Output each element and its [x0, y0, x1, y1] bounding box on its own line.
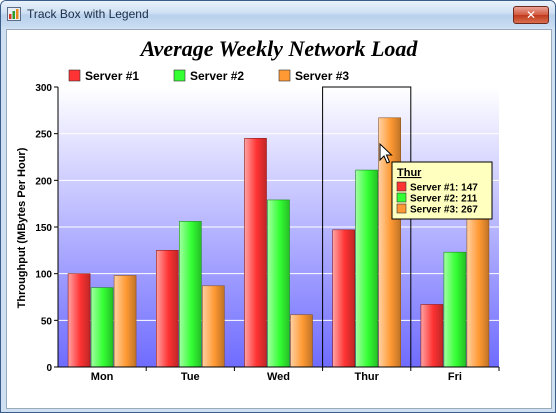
tooltip-row-label: Server #3: 267 [410, 205, 478, 216]
legend-label: Server #3 [295, 69, 349, 83]
close-button[interactable]: ✕ [513, 6, 549, 24]
y-tick-label: 0 [46, 363, 52, 374]
window-title: Track Box with Legend [27, 7, 149, 21]
mouse-cursor-icon [379, 142, 393, 164]
x-tick-label: Thur [354, 371, 379, 383]
bar-server-1-tue[interactable] [156, 250, 179, 368]
y-tick-label: 50 [41, 316, 53, 327]
bar-server-2-wed[interactable] [267, 199, 290, 368]
bar-server-2-fri[interactable] [443, 251, 467, 368]
tooltip-row-label: Server #1: 147 [410, 183, 478, 194]
bar-server-2-thur[interactable] [355, 169, 379, 368]
tooltip-background [391, 161, 493, 220]
bar-server-1-mon[interactable] [67, 273, 91, 368]
x-tick-label: Tue [181, 371, 200, 383]
legend-label: Server #2 [190, 69, 244, 83]
x-tick-label: Fri [448, 371, 462, 383]
bar-server-1-wed[interactable] [244, 138, 267, 368]
app-icon [7, 7, 21, 21]
legend-swatch [173, 69, 186, 82]
legend-swatch [278, 69, 291, 82]
close-icon: ✕ [525, 8, 537, 22]
tooltip-row-label: Server #2: 211 [410, 194, 478, 205]
x-tick-label: Wed [267, 371, 290, 383]
y-tick-label: 300 [35, 83, 52, 94]
legend: Server #1 Server #2 Server #3 [68, 69, 349, 83]
y-axis-label: Throughput (MBytes Per Hour) [16, 147, 28, 308]
x-tick-label: Mon [91, 371, 114, 383]
tooltip-swatch [396, 181, 407, 192]
bar-server-3-tue[interactable] [202, 285, 225, 368]
bar-server-1-fri[interactable] [420, 304, 444, 368]
legend-label: Server #1 [85, 69, 139, 83]
bar-server-3-wed[interactable] [290, 314, 313, 368]
y-tick-label: 150 [35, 223, 52, 234]
legend-swatch [68, 69, 81, 82]
bar-server-2-mon[interactable] [90, 287, 114, 368]
bar-server-1-thur[interactable] [332, 229, 356, 368]
y-tick-label: 200 [35, 176, 52, 187]
bar-server-2-tue[interactable] [179, 221, 202, 368]
bar-server-3-mon[interactable] [113, 275, 137, 368]
tooltip-title: Thur [397, 167, 422, 179]
tooltip-swatch [396, 203, 407, 214]
chart-title: Average Weekly Network Load [139, 36, 419, 61]
y-tick-label: 250 [35, 130, 52, 141]
tooltip-swatch [396, 192, 407, 203]
title-bar[interactable]: Track Box with Legend ✕ [1, 1, 555, 27]
track-box [322, 86, 412, 368]
y-tick-label: 100 [35, 270, 52, 281]
